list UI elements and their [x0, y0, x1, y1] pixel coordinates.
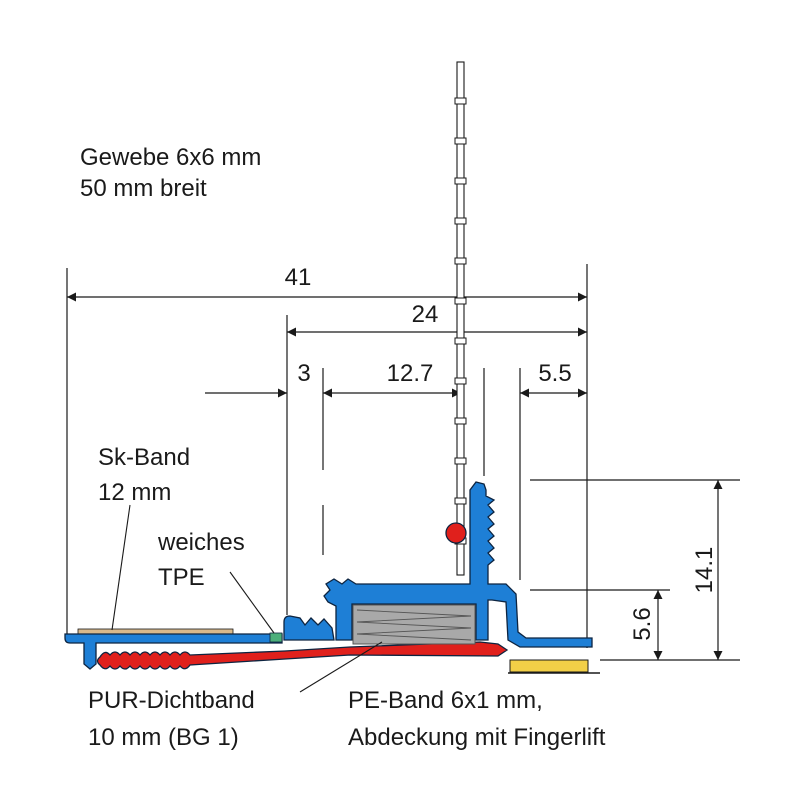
profile-base-strip — [64, 633, 283, 670]
label-gewebe-line1: Gewebe 6x6 mm — [80, 144, 261, 171]
mesh-knot — [454, 417, 467, 425]
label-pe-line1: PE-Band 6x1 mm, — [348, 687, 543, 714]
profile-clip — [283, 615, 335, 641]
mesh-strip — [456, 61, 465, 576]
tpe-soft-lip — [269, 632, 283, 643]
dimension-value-12-7: 12.7 — [387, 360, 434, 387]
label-pur-line1: PUR-Dichtband — [88, 687, 255, 714]
foam-core — [352, 604, 476, 645]
label-tpe-line2: TPE — [158, 564, 205, 591]
dimension-value-5-6: 5.6 — [629, 607, 656, 640]
dimension-value-5-5: 5.5 — [538, 360, 571, 387]
mesh-knot — [454, 257, 467, 265]
mesh-knot — [454, 97, 467, 105]
seal-bead — [445, 522, 467, 544]
label-pe-line2: Abdeckung mit Fingerlift — [348, 724, 606, 751]
mesh-knot — [454, 497, 467, 505]
dimension-lines — [67, 292, 723, 660]
mesh-knot — [454, 337, 467, 345]
mesh-knot — [454, 177, 467, 185]
dimension-value-14-1: 14.1 — [691, 547, 718, 594]
sk-band-strip — [77, 628, 234, 635]
dimension-value-41: 41 — [285, 264, 312, 291]
mesh-knot — [454, 217, 467, 225]
pur-sealing-strip — [96, 641, 509, 670]
label-sk-band-line2: 12 mm — [98, 479, 171, 506]
mesh-knot — [454, 457, 467, 465]
dimension-value-24: 24 — [412, 301, 439, 328]
mesh-knot — [454, 377, 467, 385]
extension-lines — [66, 264, 740, 661]
mesh-fabric — [454, 61, 467, 576]
mesh-knot — [454, 297, 467, 305]
foam-texture — [356, 609, 472, 641]
leader-pur — [299, 641, 383, 693]
pe-band-strip — [509, 659, 589, 673]
label-pur-line2: 10 mm (BG 1) — [88, 724, 239, 751]
mesh-knot — [454, 137, 467, 145]
leader-tpe — [229, 571, 275, 634]
dimension-value-3: 3 — [297, 360, 310, 387]
leader-sk-band — [111, 504, 131, 631]
profile-main-body — [323, 481, 593, 648]
label-gewebe-line2: 50 mm breit — [80, 175, 207, 202]
label-tpe-line1: weiches — [157, 529, 245, 556]
label-sk-band-line1: Sk-Band — [98, 444, 190, 471]
